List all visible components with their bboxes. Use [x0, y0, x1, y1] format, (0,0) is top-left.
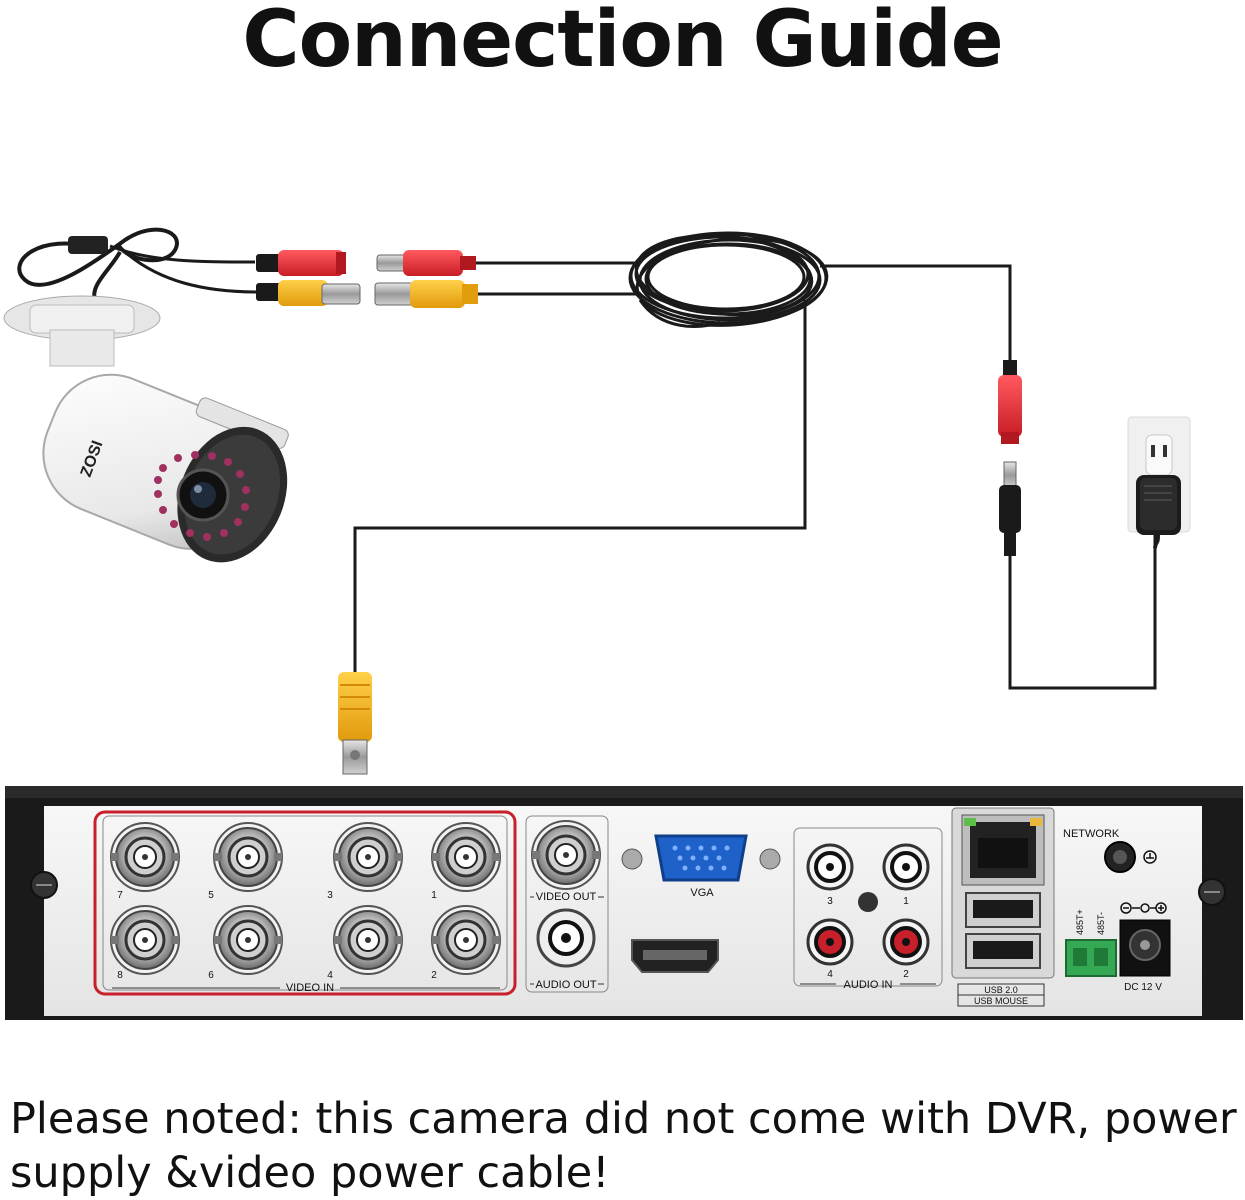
rs485-minus-label: 485T- — [1096, 912, 1106, 935]
power-male-plug — [999, 461, 1021, 556]
video-in-port-label: 5 — [208, 890, 214, 901]
video-in-port — [333, 822, 403, 892]
connection-diagram: ZOSI — [3, 227, 1243, 1020]
video-in-port — [213, 905, 283, 975]
video-in-port-label: 1 — [431, 890, 437, 901]
usb-label: USB 2.0 — [984, 985, 1018, 995]
video-in-port — [110, 822, 180, 892]
video-in-port — [431, 905, 501, 975]
video-in-port-label: 8 — [117, 970, 123, 981]
usb-mouse-label: USB MOUSE — [974, 996, 1028, 1006]
audio-in-port-label: 2 — [903, 969, 909, 980]
audio-in-port-label: 1 — [903, 896, 909, 907]
video-out-label: VIDEO OUT — [536, 891, 597, 903]
coiled-extension-cable — [628, 231, 829, 328]
page-title: Connection Guide — [242, 0, 1003, 85]
video-in-port — [431, 822, 501, 892]
dvr-bnc-plug — [338, 672, 372, 775]
ground-icon — [1104, 841, 1157, 873]
video-in-port-label: 2 — [431, 970, 437, 981]
audio-out-port — [536, 908, 596, 968]
disclaimer-note: Please noted: this camera did not come w… — [10, 1094, 1237, 1198]
vga-port — [621, 834, 781, 882]
video-in-port — [213, 822, 283, 892]
network-port — [961, 814, 1045, 886]
security-camera: ZOSI — [3, 227, 289, 563]
video-in-port-label: 4 — [327, 970, 333, 981]
cable-bnc-plug — [374, 280, 478, 308]
reset-button-box — [68, 236, 108, 254]
network-label: NETWORK — [1063, 828, 1120, 840]
rs485-plus-label: 485T+ — [1075, 909, 1085, 935]
wall-outlet-power-adapter — [1127, 416, 1191, 549]
audio-in-port-label: 4 — [827, 969, 833, 980]
audio-in-label: AUDIO IN — [844, 979, 893, 991]
dc-label: DC 12 V — [1124, 982, 1162, 993]
video-in-port-label: 7 — [117, 890, 123, 901]
video-in-port-label: 6 — [208, 970, 214, 981]
dvr-rear-panel: 7 5 3 1 8 6 4 2 VIDEO IN VIDEO OUT AUDIO OUT VG… — [5, 786, 1243, 1020]
dc-power-jack — [1119, 902, 1171, 977]
video-out-port — [531, 820, 601, 890]
video-in-highlight — [93, 810, 517, 996]
rs485-terminal — [1065, 939, 1117, 977]
audio-in-port-label: 3 — [827, 896, 833, 907]
cable-lines — [353, 261, 1157, 690]
hdmi-port — [631, 939, 719, 973]
video-in-port — [333, 905, 403, 975]
power-female-connector — [998, 360, 1022, 444]
camera-video-connector — [256, 280, 361, 306]
video-in-port-label: 3 — [327, 890, 333, 901]
audio-in-ports — [806, 843, 930, 966]
vga-label: VGA — [690, 887, 714, 899]
audio-out-label: AUDIO OUT — [535, 979, 596, 991]
video-in-port — [110, 905, 180, 975]
camera-power-connector — [256, 250, 346, 276]
cable-power-plug — [376, 250, 476, 276]
usb-ports — [965, 892, 1041, 969]
video-in-label: VIDEO IN — [286, 982, 334, 994]
